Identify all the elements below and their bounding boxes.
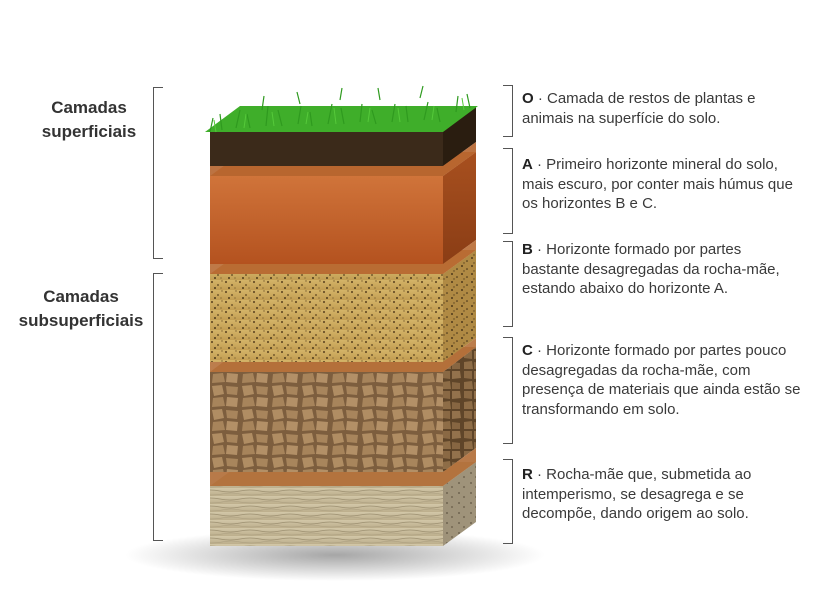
bracket-subsuperficial bbox=[153, 273, 163, 541]
horizon-r-description: R · Rocha-mãe que, submetida ao intemper… bbox=[522, 465, 812, 524]
horizon-c-description: C · Horizonte formado por partes pouco d… bbox=[522, 341, 812, 419]
horizon-o-letter: O bbox=[522, 90, 534, 107]
horizon-o-text: · Camada de restos de plantas e animais … bbox=[522, 90, 756, 127]
group-label-superficial-line2: superficiais bbox=[41, 122, 137, 141]
horizon-r-letter: R bbox=[522, 466, 533, 483]
group-label-subsuperficial-line1: Camadas bbox=[43, 287, 119, 306]
group-label-subsuperficial-line2: subsuperficiais bbox=[18, 311, 144, 330]
horizon-b-letter: B bbox=[522, 241, 533, 258]
horizon-c-letter: C bbox=[522, 342, 533, 359]
horizon-a-letter: A bbox=[522, 156, 533, 173]
group-label-superficial-line1: Camadas bbox=[51, 98, 127, 117]
horizon-a-description: A · Primeiro horizonte mineral do solo, … bbox=[522, 155, 802, 214]
bracket-horizon-o bbox=[503, 85, 513, 137]
bracket-horizon-c bbox=[503, 337, 513, 444]
horizon-b-description: B · Horizonte formado por partes bastant… bbox=[522, 240, 784, 299]
horizon-r-text: · Rocha-mãe que, submetida ao intemperis… bbox=[522, 466, 752, 522]
horizon-o-block bbox=[205, 85, 478, 166]
horizon-c-text: · Horizonte formado por partes pouco des… bbox=[522, 342, 801, 418]
group-label-superficial: Camadas superficiais bbox=[24, 96, 154, 144]
bracket-horizon-a bbox=[503, 148, 513, 234]
horizon-a-text: · Primeiro horizonte mineral do solo, ma… bbox=[522, 156, 793, 212]
grass-blades bbox=[209, 85, 471, 133]
group-label-subsuperficial: Camadas subsuperficiais bbox=[6, 285, 156, 333]
horizon-o-description: O · Camada de restos de plantas e animai… bbox=[522, 89, 790, 128]
bracket-superficial bbox=[153, 87, 163, 259]
horizon-b-text: · Horizonte formado por partes bastante … bbox=[522, 241, 780, 297]
bracket-horizon-b bbox=[503, 241, 513, 327]
bracket-horizon-r bbox=[503, 459, 513, 544]
